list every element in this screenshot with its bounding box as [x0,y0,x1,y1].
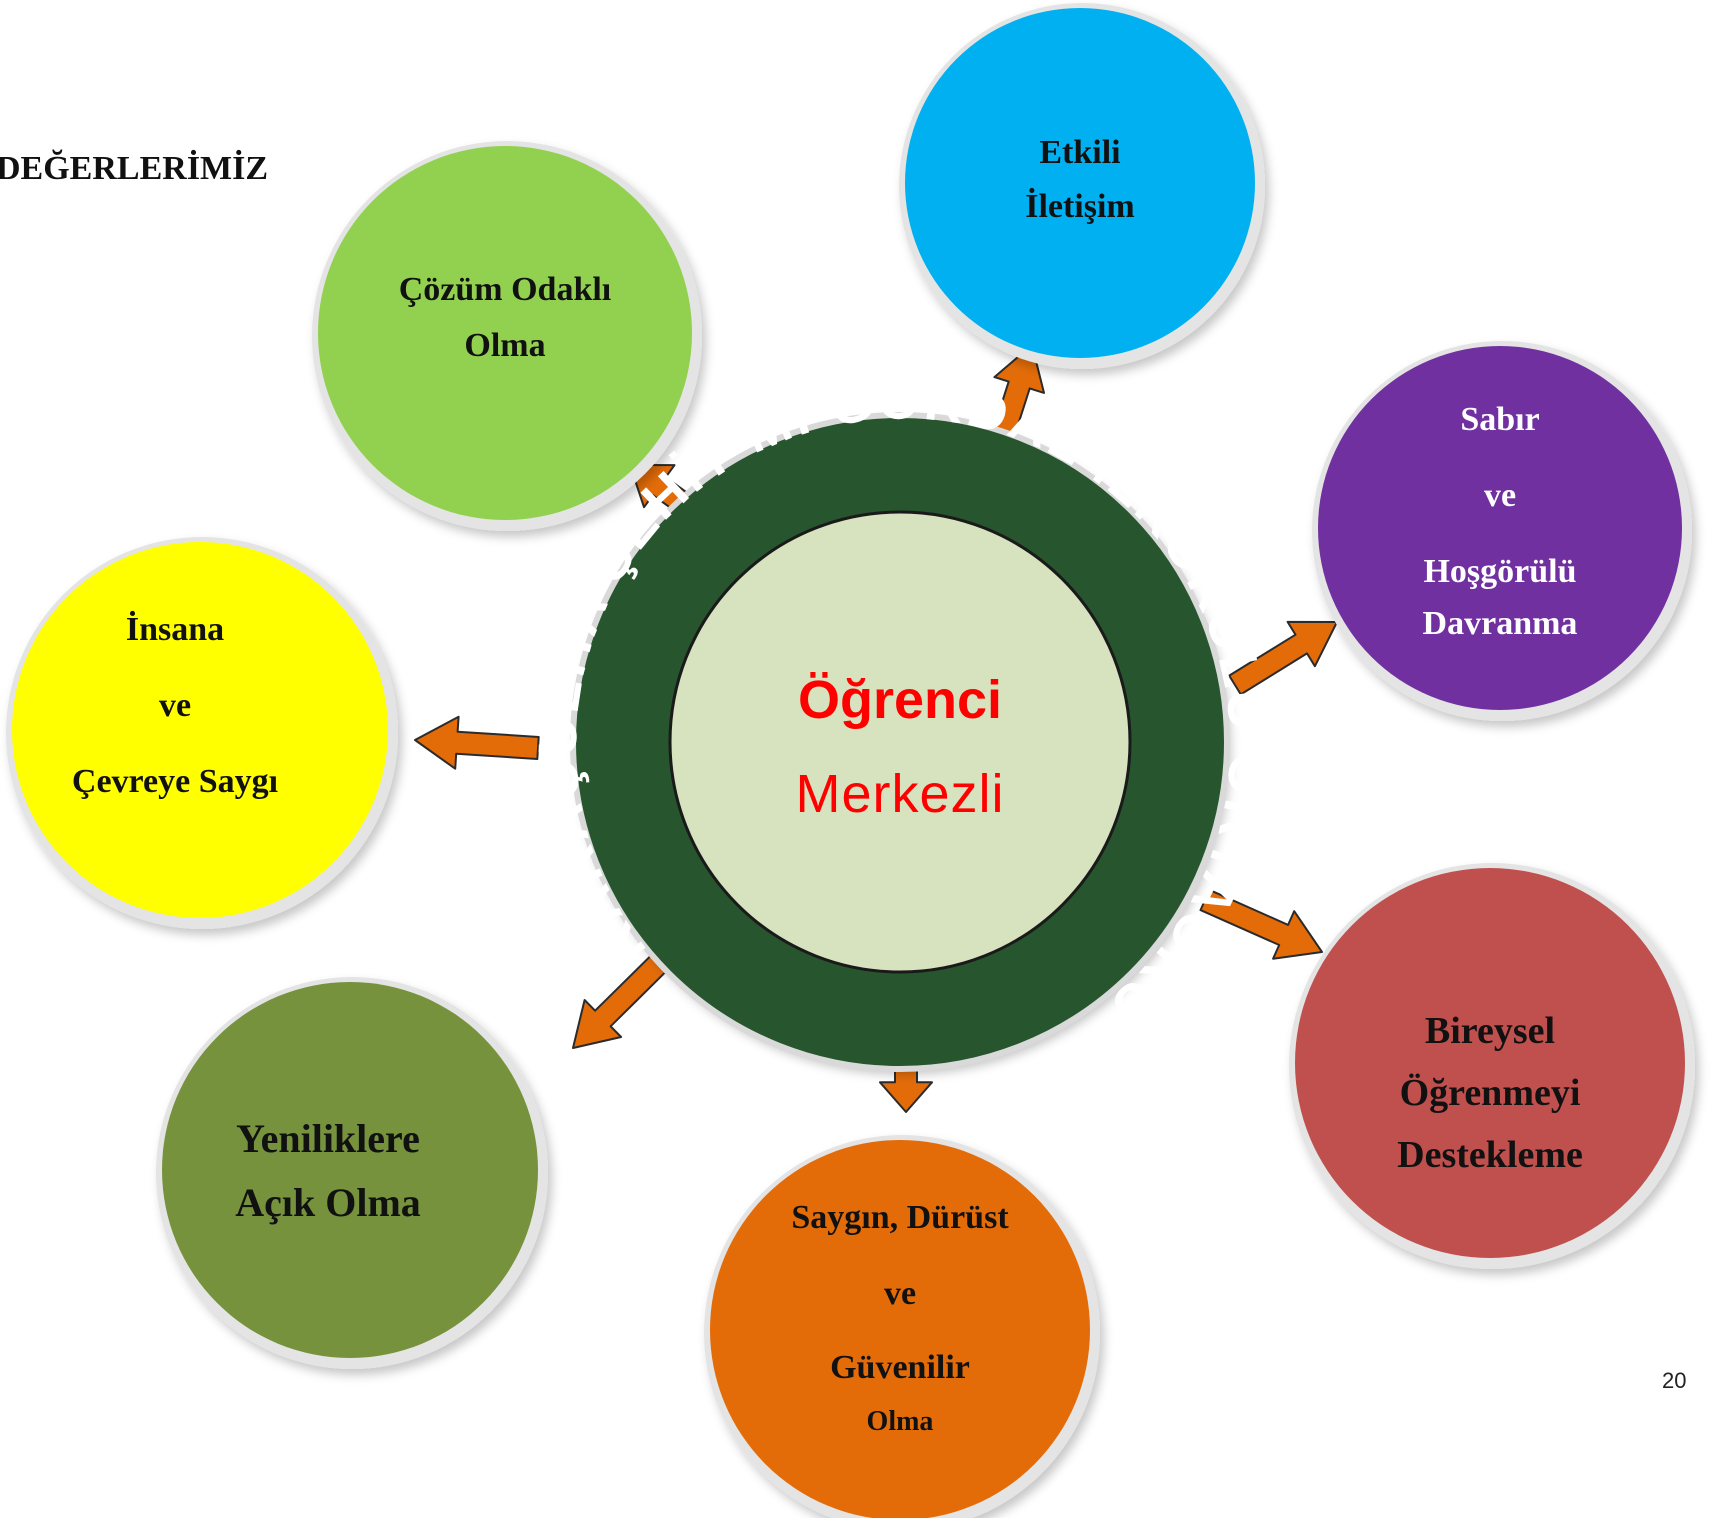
bubble-circle [1295,868,1685,1258]
bubble-label-line: ve [1484,477,1516,514]
arrow-6 [572,953,669,1049]
arrow-3 [1228,620,1338,696]
bubble-label-line: Olma [867,1406,934,1437]
bubble-circle [318,146,692,520]
arrows-group [414,344,1338,1113]
center-inner-circle [668,510,1132,974]
bubble-circle [905,8,1255,358]
bubble-label-line: ve [884,1275,916,1312]
bubble-label-line: Yeniliklere [236,1116,420,1161]
bubble-label-line: Saygın, Dürüst [791,1199,1009,1236]
page-heading: DEĞERLERİMİZ [0,150,269,187]
bubble-label-line: İnsana [126,610,224,648]
center-title: Öğrenci [798,670,1002,730]
bubble-label-line: Çözüm Odaklı [399,271,612,308]
bubble-label-line: Destekleme [1397,1134,1583,1176]
bubble-label-line: Olma [464,327,545,364]
bubble-circle [12,542,388,918]
center-subtitle: Merkezli [795,764,1004,824]
bubble-label-line: Etkili [1039,134,1120,171]
bubble-label-line: Öğrenmeyi [1400,1072,1581,1114]
bubble-circle [162,982,538,1358]
bubble-label-line: İletişim [1025,187,1135,225]
bubble-label-line: Güvenilir [830,1349,970,1386]
page-number: 20 [1662,1368,1687,1393]
bubble-label-line: Hoşgörülü [1423,553,1576,590]
bubble-label-line: Çevreye Saygı [72,763,278,800]
arrow-4 [414,715,540,770]
arrow-5 [1199,888,1323,960]
bubble-circle [710,1140,1090,1518]
bubble-label-line: Sabır [1460,401,1539,438]
bubble-label-line: ve [159,687,191,724]
bubble-label-line: Açık Olma [235,1180,421,1225]
bubble-label-line: Davranma [1423,605,1578,642]
center-ring-border [570,412,1230,1072]
bubble-circle [1318,346,1682,710]
bubble-label-line: Bireysel [1425,1010,1555,1052]
